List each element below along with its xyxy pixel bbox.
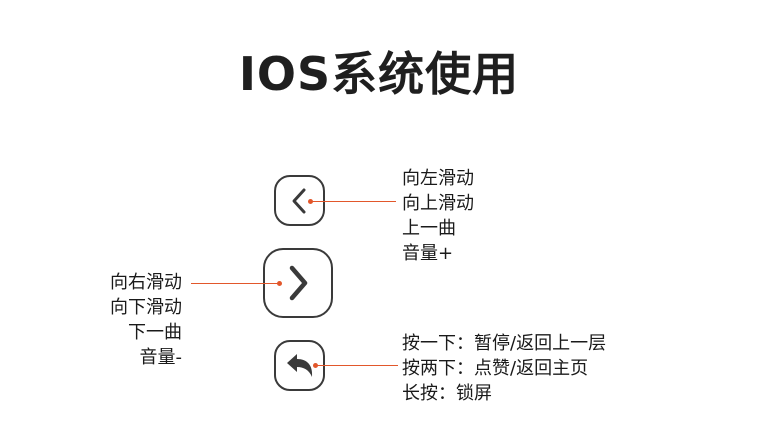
label-line: 向右滑动 xyxy=(110,272,182,293)
label-line: 向下滑动 xyxy=(110,297,182,318)
label-line: 下一曲 xyxy=(128,322,182,343)
back-arrow-icon xyxy=(286,353,312,377)
label-line: 按一下：暂停/返回上一层 xyxy=(402,333,607,354)
label-line: 音量+ xyxy=(402,243,454,264)
label-line: 向上滑动 xyxy=(402,193,474,214)
right-button-labels: 向右滑动 向下滑动 下一曲 音量- xyxy=(100,270,182,370)
left-leader-line xyxy=(310,201,396,202)
left-button-labels: 向左滑动 向上滑动 上一曲 音量+ xyxy=(402,166,474,266)
label-line: 上一曲 xyxy=(402,218,456,239)
label-line: 长按：锁屏 xyxy=(402,383,492,404)
left-button[interactable] xyxy=(274,175,325,226)
label-line: 向左滑动 xyxy=(402,168,474,189)
label-line: 音量- xyxy=(139,347,183,368)
back-button-labels: 按一下：暂停/返回上一层 按两下：点赞/返回主页 长按：锁屏 xyxy=(402,331,606,406)
label-line: 按两下：点赞/返回主页 xyxy=(402,358,589,379)
back-leader-line xyxy=(315,365,398,366)
right-leader-line xyxy=(191,283,279,284)
chevron-left-icon xyxy=(292,188,305,213)
right-leader-dot xyxy=(277,281,282,286)
page-title: IOS系统使用 xyxy=(238,47,520,101)
chevron-right-icon xyxy=(289,265,308,301)
